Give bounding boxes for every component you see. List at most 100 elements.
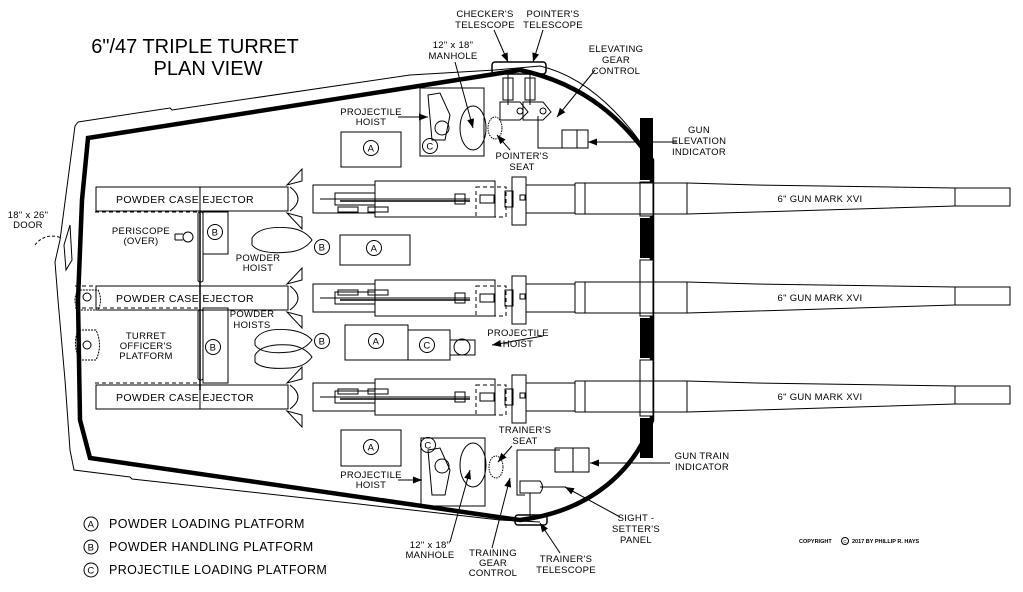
- label-periscope: PERISCOPE (OVER): [112, 226, 170, 247]
- legend-key: C: [87, 566, 94, 577]
- leader-pointers-telescope: [532, 29, 544, 63]
- label-trainers-seat: TRAINER'S SEAT: [499, 425, 552, 447]
- svg-text:MANHOLE: MANHOLE: [428, 51, 477, 62]
- label-training-gear-control: TRAINING GEAR CONTROL: [469, 548, 517, 579]
- svg-text:A: A: [373, 337, 380, 348]
- projectile-hoist-machinery: [427, 92, 476, 496]
- copyright-prefix: COPYRIGHT: [799, 539, 832, 545]
- leader-gun-train: [590, 459, 670, 467]
- leader-projectile-hoist-mid: [491, 335, 544, 347]
- powder-case-ejector: POWDER CASE EJECTOR: [95, 167, 303, 231]
- turret-officer-seats: [74, 289, 101, 361]
- platform-marker-b: B: [207, 224, 223, 240]
- svg-text:A: A: [371, 244, 378, 255]
- label-door: 18" x 26" DOOR: [8, 210, 48, 231]
- svg-text:TRAINER'S: TRAINER'S: [499, 425, 552, 436]
- svg-text:C: C: [426, 142, 433, 153]
- platform-marker-b: B: [205, 339, 221, 355]
- svg-text:POINTER'S: POINTER'S: [495, 151, 548, 162]
- legend-key: A: [88, 520, 95, 531]
- trainer-telescope-train: [514, 447, 590, 526]
- label-projectile-hoist-mid: PROJECTILE HOIST: [487, 328, 548, 350]
- turret-armor: [75, 67, 655, 523]
- gun-barrel: 6" GUN MARK XVI: [574, 281, 1011, 314]
- leader-manhole-top: [454, 61, 475, 129]
- title-line-2: PLAN VIEW: [154, 58, 263, 80]
- svg-text:A: A: [368, 443, 375, 454]
- leader-projectile-hoist-top: [398, 113, 428, 121]
- leader-trainers-seat: [497, 445, 513, 463]
- svg-text:PROJECTILE: PROJECTILE: [340, 470, 402, 481]
- svg-text:OFFICER'S: OFFICER'S: [120, 341, 173, 352]
- leader-checkers-telescope: [493, 29, 509, 63]
- svg-text:INDICATOR: INDICATOR: [675, 462, 729, 473]
- leader-sight-setter: [564, 486, 621, 518]
- label-gun-elevation-indicator: GUN ELEVATION INDICATOR: [672, 125, 726, 158]
- label-manhole-bottom: 12" x 18" MANHOLE: [405, 540, 454, 561]
- powder-case-ejector: POWDER CASE EJECTOR: [95, 266, 303, 330]
- gun-slide: [312, 374, 575, 424]
- label-gun-train-indicator: GUN TRAIN INDICATOR: [675, 451, 730, 473]
- ejector-label: POWDER CASE EJECTOR: [116, 392, 254, 404]
- leader-trainers-telescope: [539, 522, 561, 554]
- label-powder-hoist: POWDER HOIST: [236, 253, 281, 274]
- svg-text:SIGHT -: SIGHT -: [618, 513, 655, 524]
- gun-slide: [312, 176, 575, 226]
- callout-labels: CHECKER'S TELESCOPE POINTER'S TELESCOPE …: [8, 9, 730, 579]
- svg-text:TELESCOPE: TELESCOPE: [536, 565, 596, 576]
- platform-marker-a: A: [368, 333, 384, 349]
- legend-label: POWDER LOADING PLATFORM: [109, 517, 305, 531]
- ejector-label: POWDER CASE EJECTOR: [116, 194, 254, 206]
- label-pointers-seat: POINTER'S SEAT: [495, 151, 548, 173]
- platform-boxes: [339, 87, 486, 507]
- leader-gun-elevation: [588, 138, 677, 146]
- legend-label: POWDER HANDLING PLATFORM: [109, 540, 314, 554]
- copyright: COPYRIGHT C 2017 BY PHILLIP R. HAYS: [799, 537, 919, 545]
- platform-marker-b: B: [314, 333, 330, 349]
- svg-text:TELESCOPE: TELESCOPE: [455, 20, 515, 31]
- svg-text:(OVER): (OVER): [123, 236, 158, 247]
- svg-text:CONTROL: CONTROL: [592, 66, 641, 77]
- svg-text:C: C: [423, 341, 430, 352]
- gun-slides: [312, 176, 575, 424]
- svg-text:B: B: [319, 337, 326, 348]
- label-sight-setters-panel: SIGHT - SETTER'S PANEL: [612, 513, 660, 546]
- legend-label: PROJECTILE LOADING PLATFORM: [109, 563, 327, 577]
- svg-text:POWDER: POWDER: [230, 309, 275, 320]
- rear-compartment: [75, 211, 229, 390]
- label-powder-hoists: POWDER HOISTS: [230, 309, 275, 331]
- powder-case-ejector: POWDER CASE EJECTOR: [95, 365, 303, 429]
- svg-text:TELESCOPE: TELESCOPE: [523, 20, 583, 31]
- svg-text:B: B: [210, 343, 217, 354]
- svg-text:POINTER'S: POINTER'S: [526, 9, 579, 20]
- platform-marker-b: B: [314, 239, 330, 255]
- svg-text:PROJECTILE: PROJECTILE: [340, 107, 402, 118]
- svg-text:GEAR: GEAR: [602, 55, 630, 66]
- svg-text:DOOR: DOOR: [13, 220, 43, 231]
- gun-label: 6" GUN MARK XVI: [778, 392, 863, 403]
- gun-label: 6" GUN MARK XVI: [778, 293, 863, 304]
- svg-text:CHECKER'S: CHECKER'S: [456, 9, 513, 20]
- svg-text:SEAT: SEAT: [509, 162, 534, 173]
- svg-text:TURRET: TURRET: [126, 331, 166, 342]
- svg-text:POWDER: POWDER: [236, 253, 281, 264]
- svg-text:GUN TRAIN: GUN TRAIN: [675, 451, 730, 462]
- gun-slide: [312, 275, 575, 325]
- label-pointers-telescope: POINTER'S TELESCOPE: [523, 9, 583, 31]
- label-trainers-telescope: TRAINER'S TELESCOPE: [536, 554, 596, 576]
- platform-marker-a: A: [366, 240, 382, 256]
- label-projectile-hoist-bottom: PROJECTILE HOIST: [340, 470, 402, 491]
- svg-text:TRAINING: TRAINING: [469, 548, 517, 559]
- copyright-suffix: 2017 BY PHILLIP R. HAYS: [852, 539, 919, 545]
- manholes: [459, 105, 487, 488]
- svg-text:HOIST: HOIST: [243, 263, 274, 274]
- label-projectile-hoist-top: PROJECTILE HOIST: [340, 107, 402, 128]
- copyright-symbol: C: [843, 539, 847, 544]
- powder-hoists: [251, 227, 313, 369]
- svg-text:PLATFORM: PLATFORM: [119, 351, 172, 362]
- platform-marker-c: C: [422, 138, 438, 154]
- title-line-1: 6"/47 TRIPLE TURRET: [91, 36, 299, 58]
